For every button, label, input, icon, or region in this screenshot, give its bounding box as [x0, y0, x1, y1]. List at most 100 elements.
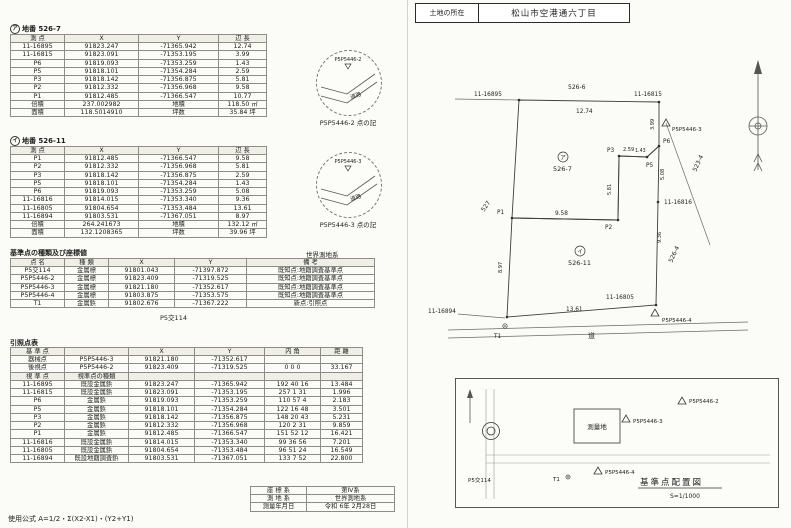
table-cell: 既知点:地籍調査基準点 [246, 282, 375, 292]
table-cell: 11-16816 [10, 195, 65, 205]
table-cell: 148 20 43 [264, 412, 321, 423]
road-line [320, 183, 378, 206]
table-cell: 既設金属鋲 [64, 437, 129, 447]
table-cell: 倍積 [10, 99, 65, 110]
east-boundary-line [665, 122, 711, 246]
table-cell: 118.5014910 [64, 108, 139, 118]
table-cell: 91823.409 [128, 363, 195, 373]
layout-map-box: 測量地 P5P5446-3 P5P5446-2 P5P5446-4 T1 P5交… [455, 378, 779, 508]
road-label: 道路 [349, 90, 362, 101]
layout-benchmark-label: P5P5446-4 [605, 470, 635, 476]
table-cell [194, 371, 265, 381]
map-dim-label: 12.74 [576, 109, 593, 115]
table-cell: 9.36 [218, 195, 267, 205]
table-cell: P1 [10, 429, 65, 439]
map-neighbor-label: 523-4 [691, 154, 705, 173]
table-cell: 金属鋲 [64, 404, 129, 414]
table-cell: P1 [10, 154, 65, 164]
table-cell: 120 2 31 [264, 421, 321, 431]
table-cell: 既知点:地籍調査基準点 [246, 266, 375, 276]
table-cell: 既設金属鋲 [64, 379, 129, 390]
table-cell: 91818.142 [128, 412, 195, 423]
point-record-sketch-1: P5P5446-2 道路 [316, 50, 382, 116]
table-cell: 91814.015 [64, 195, 139, 205]
table-cell [264, 355, 321, 365]
table-cell: -71356.875 [138, 170, 219, 180]
table-cell [320, 355, 363, 365]
table-cell: 91818.142 [64, 170, 139, 180]
map-dim-label: 9.58 [555, 211, 568, 217]
table-cell: 16.421 [320, 429, 363, 439]
north-arrow-icon [467, 389, 473, 423]
table-cell: 坪数 [138, 108, 219, 118]
table-cell: P2 [10, 162, 65, 172]
table-cell: 91818.101 [64, 66, 139, 77]
table-cell: 後視点 [10, 363, 65, 373]
point-record-caption-1: P5P5446-2 点の記 [319, 119, 377, 127]
table-cell: 11-16815 [10, 388, 65, 398]
table-cell: 金属鋲 [64, 396, 129, 406]
table-cell: 金属標 [64, 290, 109, 301]
area-formula: 使用公式 A=1/2・Σ(X2-X1)・(Y2+Y1) [8, 515, 134, 523]
table-cell: 91804.654 [128, 445, 195, 456]
table-cell: 11-16894 [10, 454, 65, 464]
table-cell: 91802.676 [108, 299, 175, 309]
table-cell: -71356.968 [138, 83, 219, 93]
table-cell: 種 類 [64, 257, 109, 268]
table-cell: 9.58 [218, 83, 267, 93]
table-cell: P3 [10, 412, 65, 423]
road-line [320, 175, 376, 197]
survey-site-rect [573, 408, 621, 444]
table-cell: -71366.547 [194, 429, 265, 439]
table-cell: 1.43 [218, 178, 267, 189]
table-cell: -71366.547 [138, 154, 219, 164]
table-cell: X [64, 145, 139, 156]
table-cell: 5.81 [218, 162, 267, 172]
table-row: 座 標 系第Ⅳ系 [250, 485, 395, 496]
table-cell: 坪数 [138, 228, 219, 238]
table-row: 測 地 系世界測地系 [250, 494, 395, 504]
map-dim-label: 5.08 [660, 169, 666, 180]
table-cell: 91821.180 [128, 355, 195, 365]
table-cell: Y [174, 257, 247, 268]
table-cell: 91823.247 [128, 379, 195, 390]
table-cell: 面積 [10, 108, 65, 118]
table-cell: P2 [10, 421, 65, 431]
table-cell: -71353.259 [194, 396, 265, 406]
map-point-label: P3 [607, 148, 614, 154]
map-point-label: 11-16894 [428, 309, 456, 315]
table-cell: -71356.875 [194, 412, 265, 423]
table-cell: 既設金属鋲 [64, 388, 129, 398]
map-benchmark-label: P5P5446-4 [662, 318, 692, 324]
table-cell: -71319.525 [194, 363, 265, 373]
table-cell: 118.50 ㎡ [218, 99, 267, 110]
table-cell: 地積 [138, 220, 219, 230]
table-cell: 11-16815 [10, 50, 65, 60]
table-cell: 91812.332 [64, 83, 139, 93]
table-cell: 世界測地系 [306, 494, 395, 504]
table-cell: 237.002982 [64, 99, 139, 110]
t1-marker-icon [502, 323, 508, 329]
table-cell: 91823.247 [64, 42, 139, 52]
table-cell: 視 準 点 [10, 371, 65, 381]
table-cell: 地積 [138, 99, 219, 110]
table-cell: X [108, 257, 175, 268]
table-cell: 133 7 52 [264, 454, 321, 464]
table-cell: -71353.259 [138, 58, 219, 68]
table-cell: 測 地 系 [250, 494, 307, 504]
table-cell: 令和 6年 2月28日 [306, 502, 395, 512]
table-cell: 33.167 [320, 363, 363, 373]
